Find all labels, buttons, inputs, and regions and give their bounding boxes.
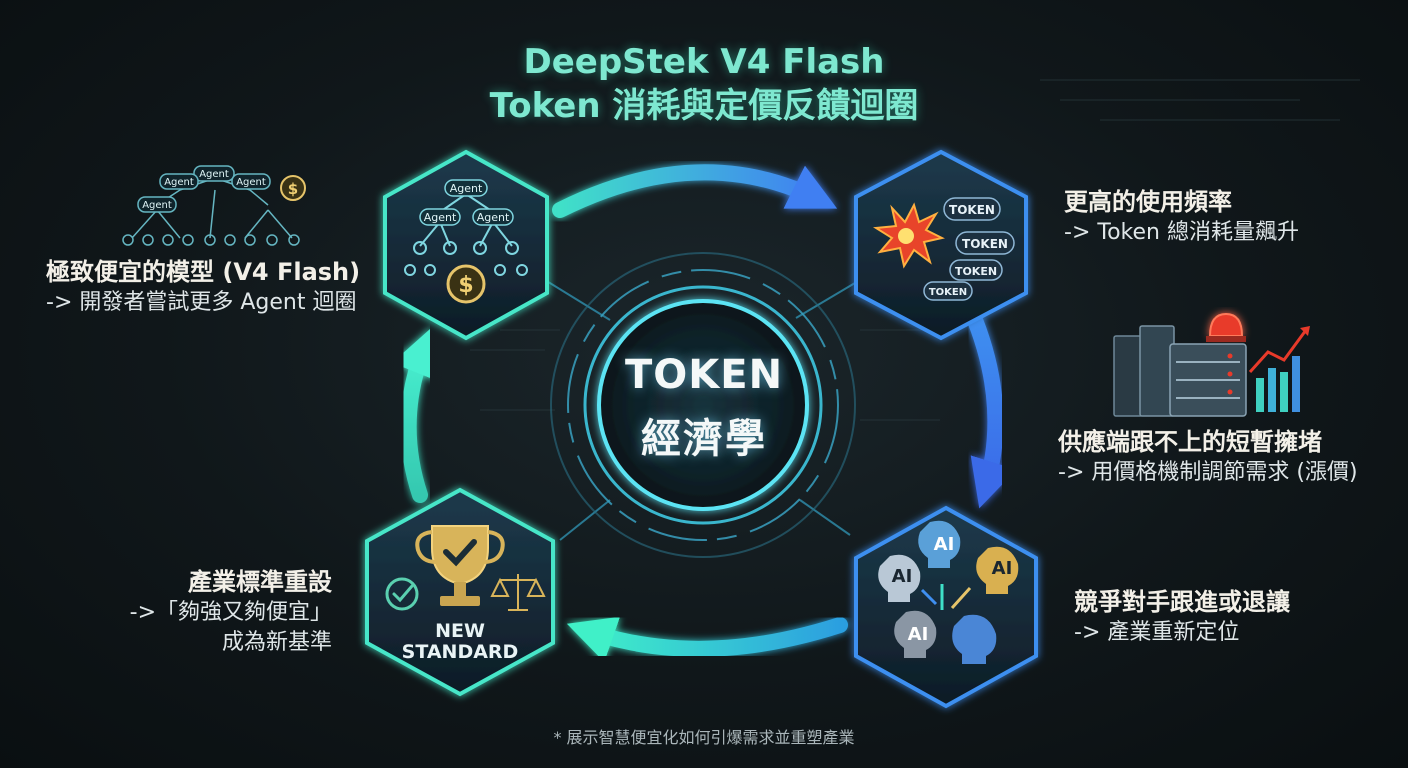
- label-heading: 極致便宜的模型 (V4 Flash): [46, 258, 361, 286]
- agent-network-icon: [122, 165, 300, 246]
- agent-chip: [472, 208, 514, 226]
- label-detail: -> 產業重新定位: [1074, 620, 1240, 645]
- arrow-left: [392, 327, 437, 503]
- arrow-top: [552, 164, 838, 218]
- background-circuit-lines: [470, 79, 1360, 421]
- scales-icon: [490, 574, 546, 611]
- svg-text:$: $: [458, 273, 473, 298]
- token-label: TOKEN: [962, 237, 1008, 251]
- title-line-2: Token 消耗與定價反饋迴圈: [489, 86, 919, 126]
- label-detail: -> 開發者嘗試更多 Agent 迴圈: [46, 290, 357, 315]
- ai-label: AI: [892, 566, 913, 587]
- agent-network-label: Agent: [142, 200, 172, 211]
- hex-node-competitors: AI AI AI AI: [854, 505, 1038, 709]
- token-label: TOKEN: [929, 287, 967, 298]
- label-usage-frequency: 更高的使用頻率 -> Token 總消耗量飆升: [1064, 186, 1299, 248]
- arrow-right: [967, 312, 1017, 509]
- center-title-zh: 經濟學: [641, 416, 767, 462]
- page-title: DeepStek V4 Flash Token 消耗與定價反饋迴圈: [0, 40, 1408, 128]
- hex-node-usage-frequency: TOKEN TOKEN TOKEN TOKEN: [854, 149, 1028, 341]
- alarm-siren-icon: [1206, 312, 1246, 342]
- token-label: TOKEN: [949, 203, 995, 217]
- agent-chip-label: Agent: [477, 211, 510, 224]
- center-title-en: TOKEN: [624, 352, 784, 398]
- checkmark-circle-icon: [385, 577, 419, 611]
- explosion-icon: [872, 202, 945, 269]
- title-line-1: DeepStek V4 Flash: [523, 42, 885, 82]
- label-detail: -> Token 總消耗量飆升: [1064, 220, 1299, 245]
- token-label: TOKEN: [955, 265, 997, 278]
- label-detail: -> 用價格機制調節需求 (漲價): [1058, 460, 1358, 485]
- arrow-bottom: [566, 616, 848, 663]
- dollar-coin-icon: $: [446, 264, 486, 304]
- agent-chip: [444, 179, 488, 197]
- svg-text:$: $: [288, 180, 298, 198]
- agent-chip-label: Agent: [450, 182, 483, 195]
- label-heading: 產業標準重設: [188, 568, 332, 596]
- label-competitors: 競爭對手跟進或退讓 -> 產業重新定位: [1074, 586, 1290, 648]
- hex-node-cheap-model: Agent Agent Agent $: [383, 149, 549, 341]
- badge-standard: STANDARD: [401, 641, 519, 663]
- label-supply-congestion: 供應端跟不上的短暫擁堵 -> 用價格機制調節需求 (漲價): [1058, 426, 1358, 488]
- agent-chip-label: Agent: [424, 211, 457, 224]
- ai-label: AI: [908, 624, 929, 645]
- agent-network-label: Agent: [199, 169, 229, 180]
- label-new-standard: 產業標準重設 ->「夠強又夠便宜」 成為新基準: [110, 566, 332, 658]
- label-detail: ->「夠強又夠便宜」: [129, 600, 332, 625]
- agent-chip: [419, 208, 461, 226]
- ai-label: AI: [992, 558, 1013, 579]
- connector-lines: [544, 279, 861, 541]
- token-cloud-icons: [923, 197, 1015, 301]
- label-heading: 供應端跟不上的短暫擁堵: [1058, 428, 1322, 456]
- agent-network-label: Agent: [164, 177, 194, 188]
- hex-node-new-standard: [365, 487, 555, 697]
- ai-heads-icon: [878, 520, 1019, 664]
- server-congestion-icon: [1113, 325, 1247, 417]
- ai-label: AI: [934, 534, 955, 555]
- label-heading: 更高的使用頻率: [1064, 188, 1232, 216]
- badge-new: NEW: [435, 620, 485, 642]
- label-cheap-model: 極致便宜的模型 (V4 Flash) -> 開發者嘗試更多 Agent 迴圈: [46, 256, 360, 318]
- label-detail: 成為新基準: [221, 630, 332, 655]
- agent-network-label: Agent: [236, 177, 266, 188]
- label-heading: 競爭對手跟進或退讓: [1074, 588, 1290, 616]
- small-dollar-coin-icon: $: [280, 175, 306, 201]
- trophy-icon: [415, 525, 505, 606]
- center-rings: [550, 252, 856, 558]
- footnote: * 展示智慧便宜化如何引爆需求並重塑產業: [553, 728, 855, 747]
- growth-chart-icon: [1248, 326, 1310, 412]
